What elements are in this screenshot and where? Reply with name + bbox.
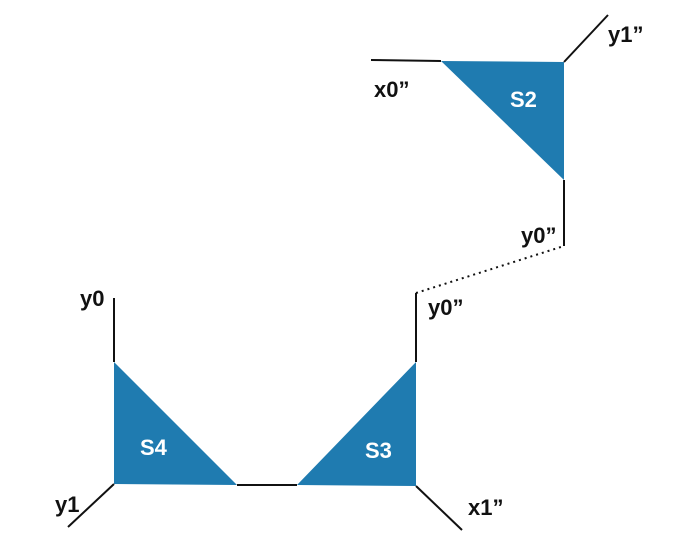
label-x1-double-prime: x1”	[468, 495, 503, 520]
dotted-connector	[415, 245, 565, 294]
x0-double-prime-axis	[370, 59, 442, 62]
triangle-s4	[114, 362, 237, 485]
label-y0: y0	[80, 286, 104, 311]
label-y1: y1	[55, 492, 79, 517]
y1-axis	[67, 483, 115, 528]
label-y1-double-prime: y1”	[608, 22, 643, 47]
label-x0-double-prime: x0”	[374, 77, 409, 102]
label-y0-double-prime-upper: y0”	[521, 223, 556, 248]
triangle-s3-label: S3	[365, 438, 392, 463]
x1-double-prime-axis	[415, 485, 463, 531]
label-y0-double-prime-lower: y0”	[428, 295, 463, 320]
triangle-s3	[297, 362, 416, 486]
triangle-s2	[441, 61, 564, 180]
triangle-s2-label: S2	[510, 87, 537, 112]
triangle-s4-label: S4	[140, 435, 168, 460]
y1-double-prime-axis	[563, 14, 609, 63]
